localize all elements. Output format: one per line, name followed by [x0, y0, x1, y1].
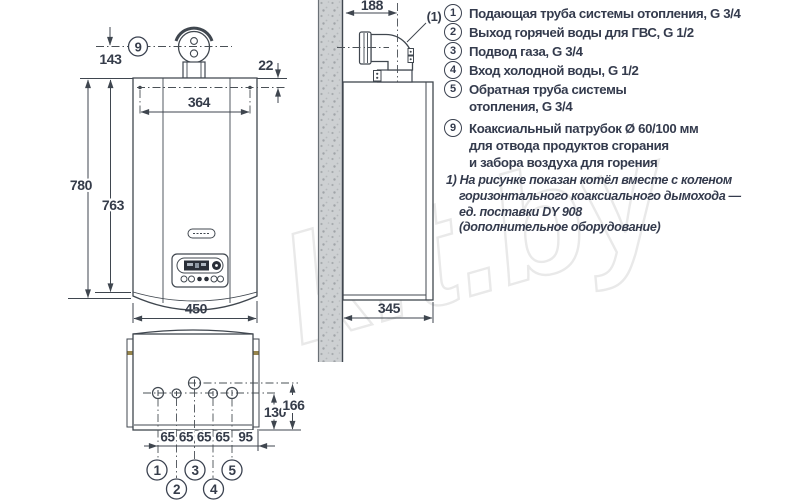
svg-text:5: 5 — [228, 463, 236, 478]
dim-780-label: 780 — [70, 177, 93, 193]
callout-4-circle: 4 — [202, 478, 225, 500]
dim-166-label: 166 — [282, 397, 305, 413]
legend-item-text: и забора воздуха для горения — [469, 155, 658, 170]
callout-circle: 9 — [444, 119, 462, 137]
spacing-label-65-4: 65 — [215, 430, 230, 445]
legend: 1 Подающая труба системы отопления, G 3/… — [444, 0, 798, 500]
legend-item-9: 9 Коаксиальный патрубок Ø 60/100 мм для … — [444, 119, 699, 171]
footnote-line: горизонтального коаксиального дымохода — — [459, 188, 741, 203]
dim-345-label: 345 — [378, 300, 401, 316]
legend-item-text: Вход холодной воды, G 1/2 — [469, 63, 639, 78]
callout-circle: 5 — [444, 80, 462, 98]
dim-188-label: 188 — [361, 0, 384, 13]
axis-lines — [96, 3, 398, 478]
legend-item-text: Подвод газа, G 3/4 — [469, 44, 583, 59]
dim-143-label: 143 — [99, 51, 122, 67]
svg-text:2: 2 — [173, 482, 180, 497]
legend-item-text: Коаксиальный патрубок Ø 60/100 мм — [469, 121, 699, 136]
brand-badge — [187, 228, 216, 239]
legend-item-2: 2 Выход горячей воды для ГВС, G 1/2 — [444, 23, 694, 41]
spacing-label-95: 95 — [238, 430, 253, 445]
footnote-line: (дополнительное оборудование) — [459, 220, 661, 235]
callout-circle: 4 — [444, 61, 462, 79]
boiler-bottom-view — [126, 329, 260, 431]
footnote-line: ед. поставки DY 908 — [459, 204, 582, 219]
svg-text:1: 1 — [153, 463, 161, 478]
callout-circle: 3 — [444, 42, 462, 60]
legend-item-1: 1 Подающая труба системы отопления, G 3/… — [444, 4, 741, 22]
spacing-label-65-3: 65 — [197, 430, 212, 445]
legend-item-5: 5 Обратная труба системы отопления, G 3/… — [444, 80, 627, 115]
flue-front — [174, 26, 214, 79]
boiler-side-view — [342, 31, 434, 301]
svg-text:4: 4 — [210, 482, 218, 497]
dim-364-label: 364 — [188, 94, 211, 110]
callout-circle: 2 — [444, 23, 462, 41]
callout-1-circle: 1 — [146, 459, 168, 481]
wall — [317, 0, 344, 362]
spacing-label-65-1: 65 — [160, 430, 175, 445]
boiler-front-view — [132, 26, 258, 311]
legend-item-4: 4 Вход холодной воды, G 1/2 — [444, 61, 639, 79]
svg-text:3: 3 — [191, 463, 199, 478]
callout-2-circle: 2 — [165, 478, 188, 500]
legend-item-text: отопления, G 3/4 — [469, 99, 573, 114]
dim-763-label: 763 — [102, 197, 125, 213]
dim-22-label: 22 — [258, 57, 273, 73]
control-panel — [171, 253, 229, 288]
legend-item-text: для отвода продуктов сгорания — [469, 138, 669, 153]
legend-item-text: Подающая труба системы отопления, G 3/4 — [469, 6, 741, 21]
spacing-label-65-2: 65 — [179, 430, 194, 445]
flue-elbow — [358, 31, 414, 83]
callout-9-circle: 9 — [127, 36, 149, 57]
legend-item-text: Выход горячей воды для ГВС, G 1/2 — [469, 25, 694, 40]
legend-footnote: 1) На рисунке показан котёл вместе с кол… — [446, 173, 741, 236]
legend-item-3: 3 Подвод газа, G 3/4 — [444, 42, 583, 60]
callout-circle: 1 — [444, 4, 462, 22]
callout-circles: 9 1 2 3 4 5 — [127, 36, 243, 500]
footnote-line: 1) На рисунке показан котёл вместе с кол… — [446, 173, 732, 187]
dim-130-label: 130 — [264, 404, 287, 420]
callout-3-circle: 3 — [184, 459, 206, 481]
note-1-label: (1) — [427, 9, 442, 24]
dim-450-label: 450 — [185, 301, 208, 317]
dimension-lines — [68, 10, 434, 451]
legend-item-text: Обратная труба системы — [469, 82, 627, 97]
callout-5-circle: 5 — [221, 459, 243, 481]
svg-text:9: 9 — [135, 40, 142, 55]
